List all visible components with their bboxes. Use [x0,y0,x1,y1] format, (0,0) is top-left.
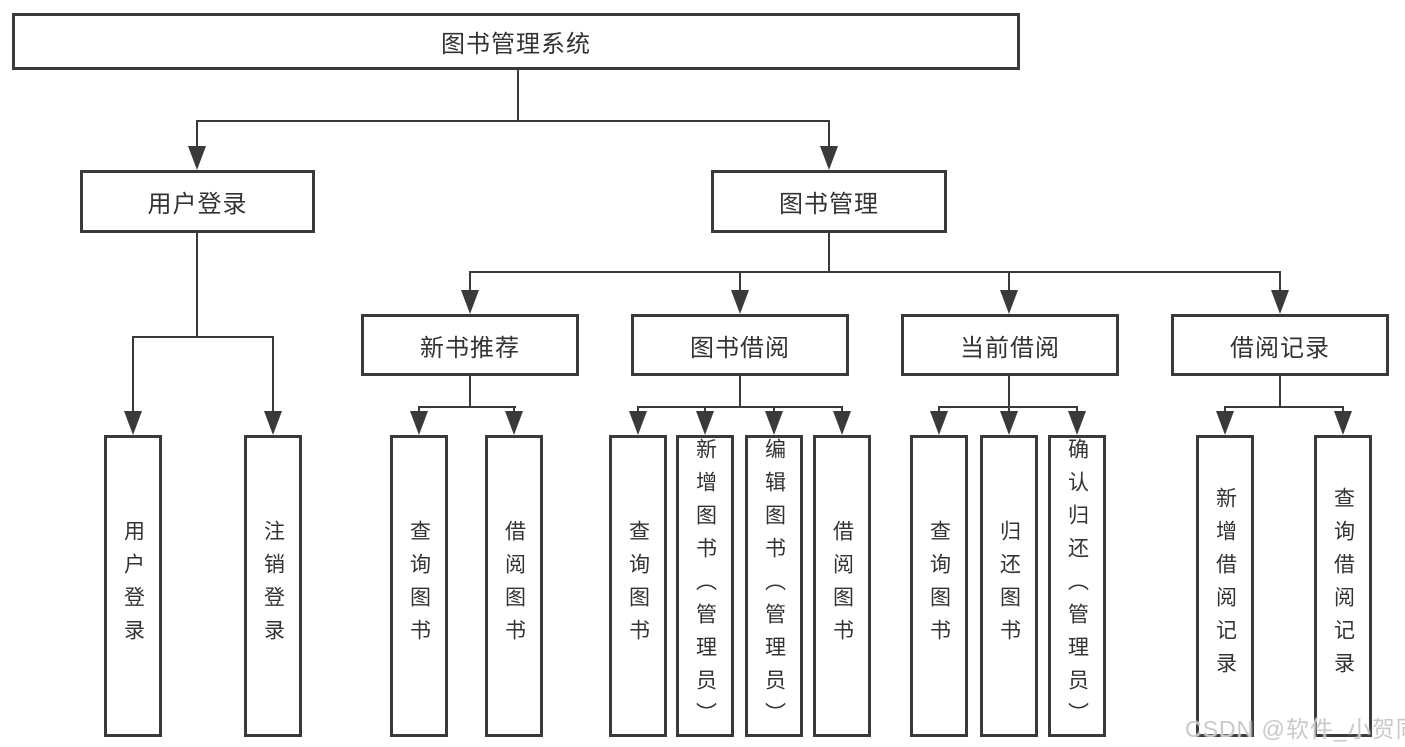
connector-vline [132,336,134,413]
node-book-borrow-label: 图书借阅 [690,334,790,362]
node-root-label: 图书管理系统 [441,31,591,58]
leaf-return-books-label: 归还图书 [997,520,1021,652]
leaf-edit-books-admin-label: 编辑图书（管理员） [762,438,786,735]
arrowhead-icon [188,146,206,170]
connector-vline [196,233,198,337]
arrowhead-icon [410,411,428,435]
leaf-return-books: 归还图书 [980,435,1038,737]
node-new-book-recommend: 新书推荐 [361,314,579,376]
connector-hline [637,406,843,408]
arrowhead-icon [124,411,142,435]
connector-vline [739,376,741,407]
leaf-query-books-recommend: 查询图书 [390,435,448,737]
node-book-borrow: 图书借阅 [631,314,849,376]
leaf-user-login: 用户登录 [104,435,162,737]
connector-vline [773,406,775,415]
connector-vline [1224,406,1226,415]
connector-vline [841,406,843,415]
connector-vline [513,406,515,415]
csdn-watermark: CSDN @软件_小贺同学 [1185,716,1405,742]
connector-hline [418,406,516,408]
node-book-management: 图书管理 [711,170,947,233]
arrowhead-icon [1271,290,1289,314]
leaf-query-books-current-label: 查询图书 [927,520,951,652]
arrowhead-icon [1216,411,1234,435]
connector-vline [828,233,830,272]
connector-vline [1008,376,1010,407]
leaf-add-books-admin: 新增图书（管理员） [676,435,734,737]
connector-vline [1076,406,1078,415]
connector-vline [637,406,639,415]
node-book-management-label: 图书管理 [779,191,879,218]
arrowhead-icon [833,411,851,435]
leaf-edit-books-admin: 编辑图书（管理员） [745,435,803,737]
connector-vline [828,120,830,148]
connector-vline [1008,406,1010,415]
connector-vline [938,406,940,415]
leaf-query-borrow-record-label: 查询借阅记录 [1331,487,1355,685]
connector-vline [469,271,471,292]
leaf-borrow-books-recommend-label: 借阅图书 [502,520,526,652]
connector-vline [739,271,741,292]
arrowhead-icon [1068,411,1086,435]
connector-vline [1342,406,1344,415]
arrowhead-icon [264,411,282,435]
connector-hline [132,336,274,338]
leaf-logout-label: 注销登录 [261,520,285,652]
connector-vline [704,406,706,415]
leaf-add-borrow-record: 新增借阅记录 [1196,435,1254,737]
leaf-confirm-return-admin: 确认归还（管理员） [1048,435,1106,737]
arrowhead-icon [731,290,749,314]
leaf-confirm-return-admin-label: 确认归还（管理员） [1065,438,1089,735]
connector-vline [517,70,519,120]
connector-vline [196,120,198,148]
connector-vline [1279,376,1281,407]
node-current-borrow-label: 当前借阅 [960,334,1060,362]
arrowhead-icon [505,411,523,435]
leaf-query-borrow-record: 查询借阅记录 [1314,435,1372,737]
leaf-borrow-books: 借阅图书 [813,435,871,737]
arrowhead-icon [696,411,714,435]
arrowhead-icon [461,290,479,314]
leaf-borrow-books-label: 借阅图书 [830,520,854,652]
leaf-borrow-books-recommend: 借阅图书 [485,435,543,737]
connector-vline [418,406,420,415]
connector-hline [469,271,1281,273]
connector-vline [469,376,471,407]
leaf-query-books-borrow: 查询图书 [609,435,667,737]
arrowhead-icon [1334,411,1352,435]
leaf-query-books-recommend-label: 查询图书 [407,520,431,652]
node-new-book-recommend-label: 新书推荐 [420,334,520,362]
node-borrow-records: 借阅记录 [1171,314,1389,376]
connector-vline [1008,271,1010,292]
node-user-login: 用户登录 [80,170,315,233]
leaf-add-borrow-record-label: 新增借阅记录 [1213,487,1237,685]
arrowhead-icon [765,411,783,435]
connector-hline [196,120,830,122]
leaf-add-books-admin-label: 新增图书（管理员） [693,438,717,735]
connector-hline [1224,406,1344,408]
leaf-query-books-current: 查询图书 [910,435,968,737]
leaf-query-books-borrow-label: 查询图书 [626,520,650,652]
arrowhead-icon [1000,290,1018,314]
node-user-login-label: 用户登录 [147,191,248,218]
connector-vline [1279,271,1281,292]
node-borrow-records-label: 借阅记录 [1230,334,1330,362]
arrowhead-icon [820,146,838,170]
node-current-borrow: 当前借阅 [901,314,1119,376]
arrowhead-icon [1000,411,1018,435]
node-root: 图书管理系统 [12,13,1020,70]
arrowhead-icon [930,411,948,435]
connector-vline [272,336,274,413]
leaf-user-login-label: 用户登录 [121,520,145,652]
leaf-logout: 注销登录 [244,435,302,737]
arrowhead-icon [629,411,647,435]
